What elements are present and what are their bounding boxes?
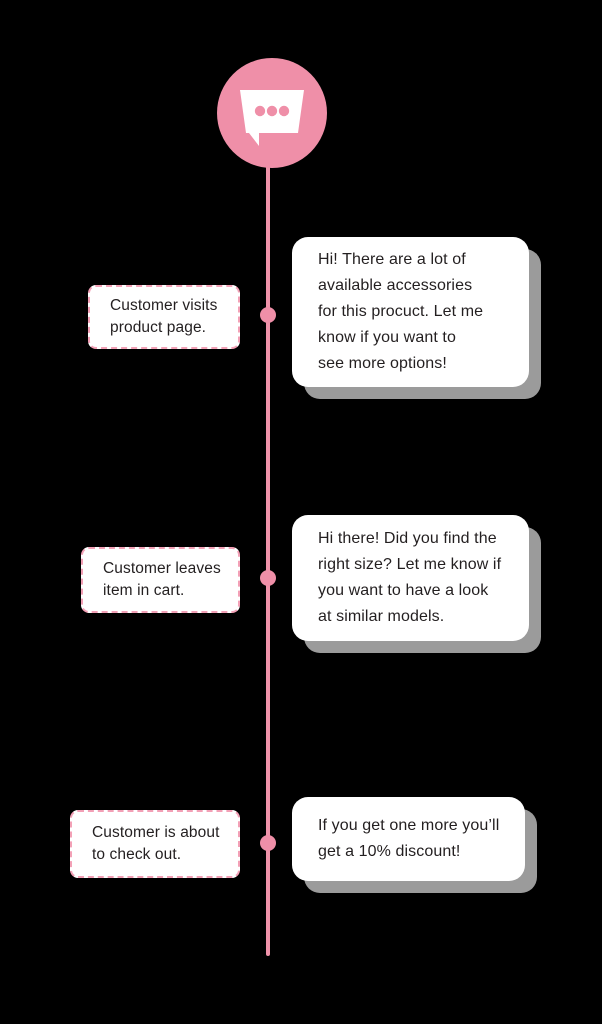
step-label-3-text: Customer is about to check out.	[92, 824, 220, 863]
step-label-1-text: Customer visits product page.	[110, 297, 218, 336]
step-label-2: Customer leaves item in cart.	[81, 547, 240, 613]
step-label-2-text: Customer leaves item in cart.	[103, 560, 221, 599]
step-label-3: Customer is about to check out.	[70, 810, 240, 878]
timeline-dot-2	[260, 570, 276, 586]
timeline-dot-3	[260, 835, 276, 851]
message-card-3-text: If you get one more you’ll get a 10% dis…	[318, 817, 500, 860]
message-card-3: If you get one more you’ll get a 10% dis…	[292, 797, 537, 893]
message-card-1-body: Hi! There are a lot of available accesso…	[292, 237, 529, 387]
message-card-1-text: Hi! There are a lot of available accesso…	[318, 251, 484, 372]
message-card-2-text: Hi there! Did you find the right size? L…	[318, 530, 502, 625]
timeline-line	[266, 150, 270, 956]
step-label-1: Customer visits product page.	[88, 285, 240, 349]
timeline-dot-1	[260, 307, 276, 323]
message-card-1: Hi! There are a lot of available accesso…	[292, 237, 541, 399]
message-card-2-body: Hi there! Did you find the right size? L…	[292, 515, 529, 641]
message-card-2: Hi there! Did you find the right size? L…	[292, 515, 541, 653]
message-card-3-body: If you get one more you’ll get a 10% dis…	[292, 797, 525, 881]
chat-bubble-icon	[239, 89, 305, 147]
